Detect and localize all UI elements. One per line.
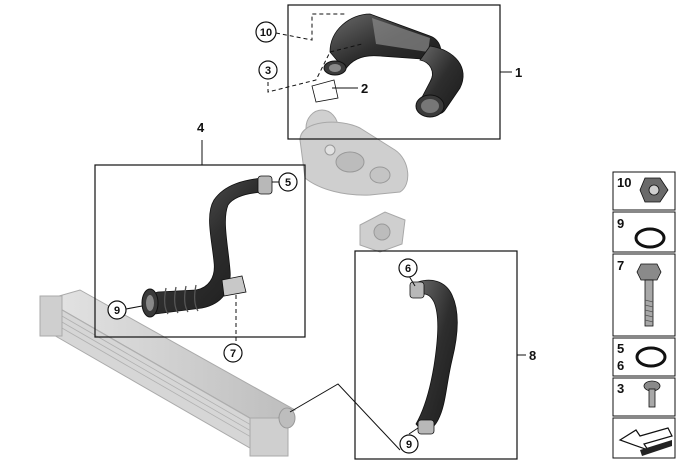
parts-legend: 10 9 7: [612, 171, 676, 459]
seal-ring-icon: [635, 346, 667, 368]
turbocharger-ghost: [299, 109, 409, 196]
callout-9-left: 9: [107, 300, 127, 320]
svg-text:7: 7: [617, 258, 624, 273]
charge-pipe-part-4: [141, 175, 273, 318]
leader-3: [267, 43, 363, 93]
screw-icon: [643, 380, 661, 408]
intake-duct-part: [323, 13, 464, 118]
gasket-part-2: [311, 79, 339, 103]
leader-9a: [125, 305, 143, 310]
svg-text:9: 9: [617, 216, 624, 231]
leader-9b: [408, 427, 419, 435]
callout-7: 7: [223, 343, 243, 363]
svg-text:10: 10: [260, 27, 272, 39]
group-label-8: 8: [529, 348, 536, 363]
callout-6: 6: [398, 258, 418, 278]
leader-6: [408, 275, 416, 287]
svg-text:6: 6: [617, 358, 624, 373]
callout-9-right: 9: [399, 434, 419, 454]
svg-text:3: 3: [617, 381, 624, 396]
legend-cell-5-6: 5 6: [612, 337, 676, 377]
o-ring-icon: [634, 227, 666, 249]
intercooler-ghost: [39, 289, 297, 457]
legend-cell-arrow: [612, 417, 676, 459]
throttle-part-ghost: [359, 211, 406, 253]
svg-text:7: 7: [230, 348, 236, 360]
svg-text:9: 9: [406, 439, 412, 451]
charge-hose-part-8: [409, 279, 458, 435]
svg-text:10: 10: [617, 175, 631, 190]
svg-text:3: 3: [265, 65, 271, 77]
svg-text:6: 6: [405, 263, 411, 275]
clip-nut-icon: [639, 177, 669, 203]
group-box-4: [94, 164, 306, 338]
direction-arrow-icon: [618, 427, 673, 456]
leader-10: [275, 13, 345, 41]
legend-cell-10: 10: [612, 171, 676, 211]
callout-10: 10: [255, 21, 277, 43]
intercooler-connector-line: [289, 383, 401, 451]
svg-text:5: 5: [285, 177, 291, 189]
callout-3: 3: [258, 60, 278, 80]
group-label-4: 4: [197, 120, 205, 135]
legend-cell-7: 7: [612, 253, 676, 337]
bolt-icon: [636, 263, 662, 327]
legend-cell-3: 3: [612, 377, 676, 417]
group-label-2: 2: [361, 81, 368, 96]
callout-5: 5: [278, 172, 298, 192]
svg-text:9: 9: [114, 305, 120, 317]
legend-cell-9: 9: [612, 211, 676, 253]
group-label-1: 1: [515, 65, 522, 80]
svg-text:5: 5: [617, 341, 624, 356]
